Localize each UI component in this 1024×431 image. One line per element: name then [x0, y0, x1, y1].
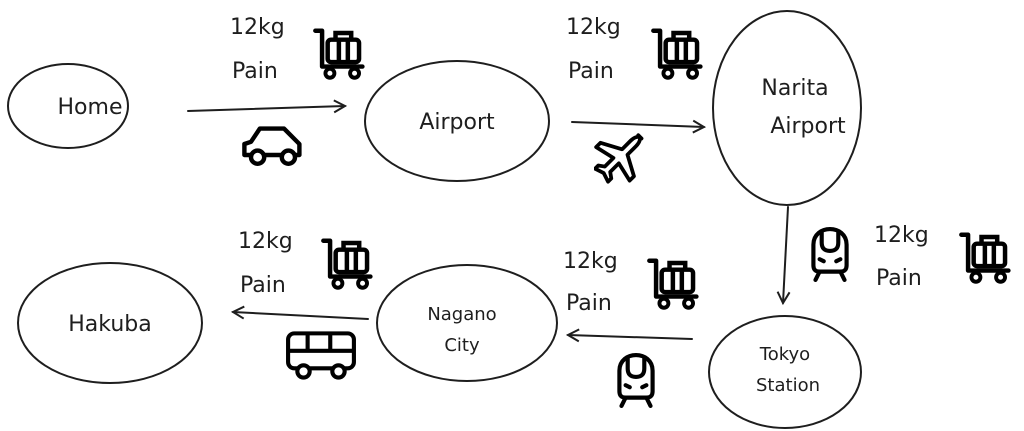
node-label: Hakuba	[68, 312, 151, 337]
note-label: Pain	[240, 273, 286, 298]
node-hakuba: Hakuba	[17, 262, 203, 384]
airplane-icon	[594, 133, 644, 184]
weight-label: 12kg	[566, 15, 621, 40]
luggage-cart-icon	[315, 31, 362, 78]
node-home: Home	[7, 63, 129, 149]
luggage-cart-icon	[961, 235, 1008, 282]
node-label-line1: Tokyo	[759, 344, 810, 365]
train-icon	[619, 355, 652, 406]
bus-icon	[288, 333, 354, 377]
car-icon	[244, 129, 299, 164]
leg-nagano-hakuba: 12kg Pain	[238, 229, 370, 378]
train-icon	[813, 229, 846, 280]
note-label: Pain	[232, 59, 278, 84]
note-label: Pain	[876, 266, 922, 291]
node-label: Airport	[419, 110, 495, 135]
weight-label: 12kg	[238, 229, 293, 254]
leg-narita-tokyo: 12kg Pain	[813, 223, 1008, 291]
arrow-tokyo-nagano	[568, 335, 693, 339]
arrow-nagano-hakuba	[233, 312, 369, 320]
node-nagano-city: Nagano City	[376, 264, 558, 382]
arrow-airport-narita	[571, 122, 704, 127]
node-label: Home	[58, 95, 123, 120]
leg-tokyo-nagano: 12kg Pain	[563, 249, 696, 406]
weight-label: 12kg	[563, 249, 618, 274]
luggage-cart-icon	[653, 31, 700, 78]
note-label: Pain	[566, 291, 612, 316]
node-label-line2: Station	[756, 375, 820, 396]
arrow-narita-tokyo	[783, 206, 788, 303]
node-label-line2: Airport	[770, 114, 846, 139]
weight-label: 12kg	[874, 223, 929, 248]
luggage-cart-icon	[649, 261, 696, 308]
node-label-line1: Nagano	[427, 304, 496, 325]
node-label-line2: City	[444, 335, 480, 356]
node-narita-airport: Narita Airport	[712, 10, 862, 206]
arrow-home-airport	[187, 106, 345, 111]
note-label: Pain	[568, 59, 614, 84]
weight-label: 12kg	[230, 15, 285, 40]
luggage-cart-icon	[323, 241, 370, 288]
node-tokyo-station: Tokyo Station	[708, 315, 862, 429]
leg-home-airport: 12kg Pain	[230, 15, 362, 164]
node-label-line1: Narita	[761, 76, 828, 101]
node-airport: Airport	[364, 60, 550, 182]
leg-airport-narita: 12kg Pain	[566, 15, 700, 184]
